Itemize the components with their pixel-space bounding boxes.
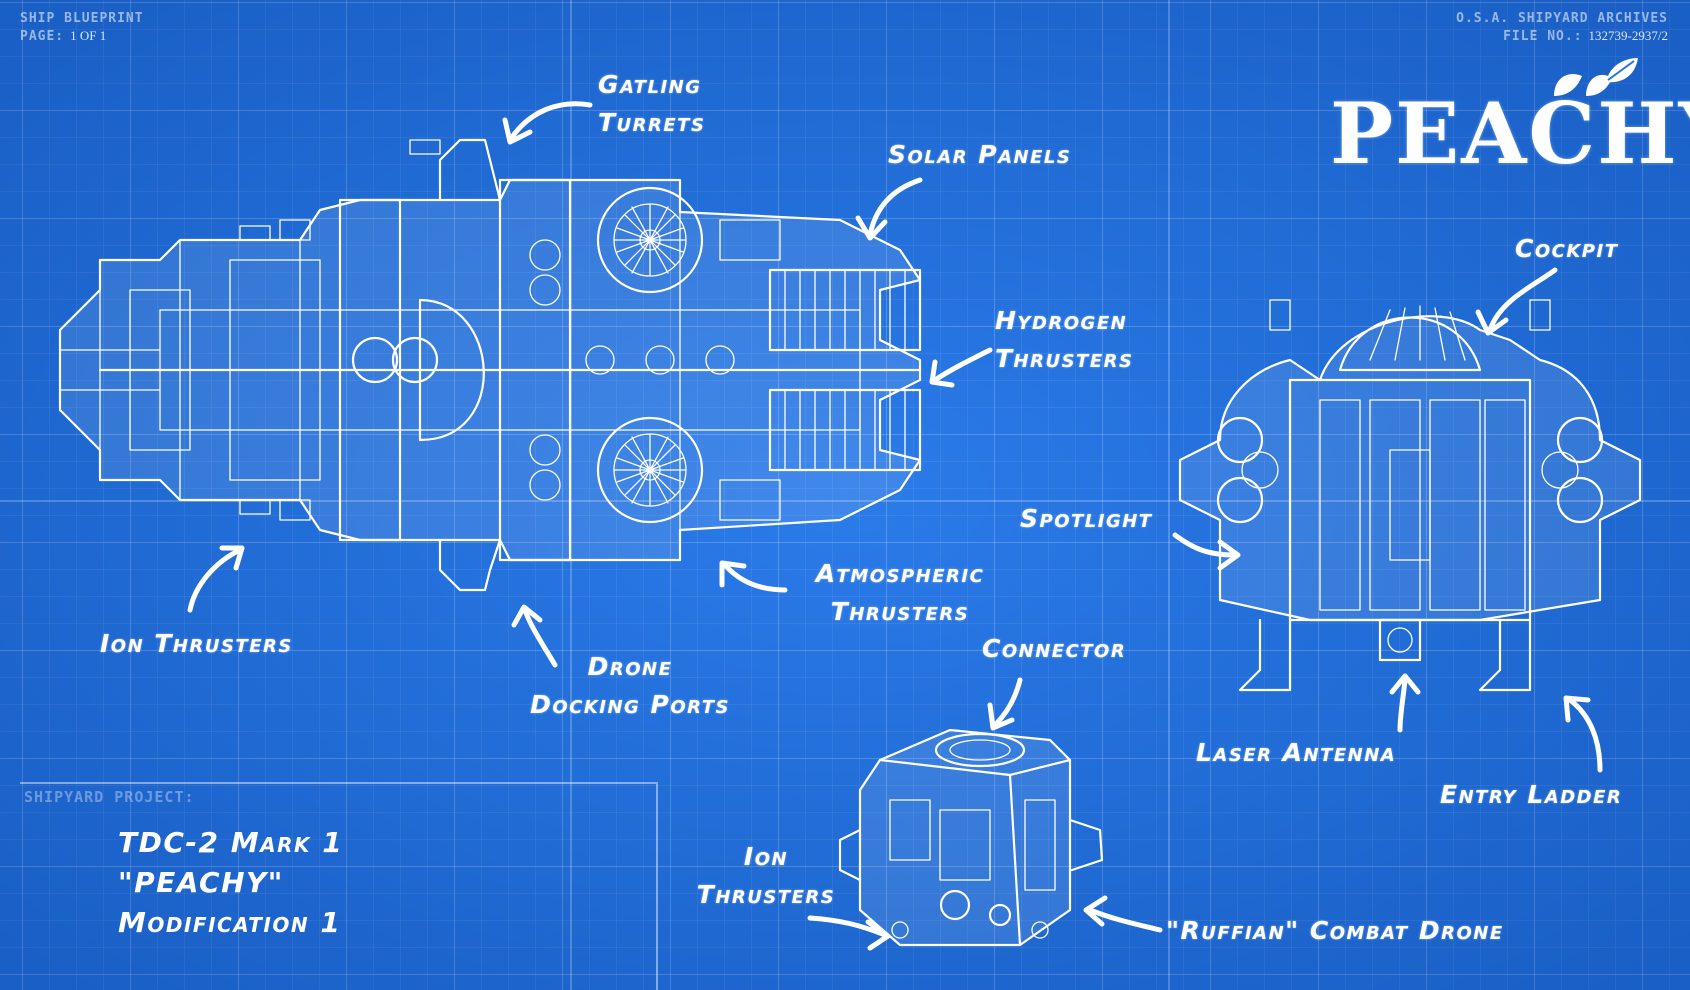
label-text: Cockpit bbox=[1515, 234, 1619, 263]
label-laser-antenna: Laser Antenna bbox=[1196, 734, 1396, 772]
arrow-drone-docking bbox=[511, 604, 558, 668]
arrow-cockpit bbox=[1475, 267, 1558, 336]
header-left: SHIP BLUEPRINT PAGE: 1 OF 1 bbox=[20, 10, 144, 45]
arrow-solar-panels bbox=[855, 177, 923, 241]
label-text: Entry Ladder bbox=[1440, 780, 1623, 809]
arrow-spotlight bbox=[1172, 532, 1241, 571]
arrow-atmospheric bbox=[719, 560, 788, 593]
label-solar-panels: Solar Panels bbox=[888, 136, 1071, 174]
arrow-combat-drone bbox=[1083, 895, 1163, 933]
label-text: Laser Antenna bbox=[1196, 738, 1397, 767]
project-line-modification: Modification 1 bbox=[118, 906, 342, 939]
arrow-hydrogen-thrusters bbox=[929, 347, 993, 388]
label-cockpit: Cockpit bbox=[1515, 230, 1618, 268]
page-indicator: PAGE: 1 OF 1 bbox=[20, 27, 144, 45]
project-line-model: TDC-2 Mark 1 bbox=[118, 826, 344, 859]
arrow-entry-ladder bbox=[1563, 695, 1603, 773]
label-text: Atmospheric Thrusters bbox=[815, 559, 985, 626]
label-gatling-turrets: Gatling Turrets bbox=[598, 66, 705, 142]
label-hydrogen-thrusters: Hydrogen Thrusters bbox=[995, 302, 1133, 378]
label-text: Hydrogen Thrusters bbox=[995, 306, 1134, 373]
shipyard-project-box: SHIPYARD PROJECT: TDC-2 Mark 1 "PEACHY" … bbox=[20, 782, 658, 990]
label-combat-drone: "Ruffian" Combat Drone bbox=[1166, 912, 1504, 950]
label-text: Spotlight bbox=[1020, 504, 1153, 533]
file-value: 132739-2937/2 bbox=[1588, 28, 1668, 43]
archive-title: O.S.A. SHIPYARD ARCHIVES bbox=[1456, 11, 1668, 26]
label-text: "Ruffian" Combat Drone bbox=[1166, 916, 1504, 945]
label-text: Solar Panels bbox=[888, 140, 1072, 169]
label-connector: Connector bbox=[982, 630, 1126, 668]
page-label: PAGE: bbox=[20, 29, 65, 44]
label-text: Connector bbox=[982, 634, 1127, 663]
label-text: Drone Docking Ports bbox=[530, 652, 730, 719]
project-line-name: "PEACHY" bbox=[118, 866, 284, 899]
label-ion-thrusters-main: Ion Thrusters bbox=[100, 625, 293, 663]
label-entry-ladder: Entry Ladder bbox=[1440, 776, 1622, 814]
arrow-laser-antenna bbox=[1389, 673, 1421, 733]
ship-front-view-drawing bbox=[1178, 299, 1642, 692]
blueprint-title: SHIP BLUEPRINT bbox=[20, 11, 144, 26]
label-text: Ion Thrusters bbox=[696, 842, 836, 909]
project-heading: SHIPYARD PROJECT: bbox=[24, 788, 195, 806]
peach-leaf-logo-icon bbox=[1554, 58, 1638, 96]
header-right: O.S.A. SHIPYARD ARCHIVES FILE NO.: 132739… bbox=[1456, 10, 1668, 45]
label-text: Ion Thrusters bbox=[100, 629, 293, 658]
brand-title: PEACHY bbox=[1330, 84, 1690, 183]
combat-drone-drawing bbox=[838, 728, 1104, 947]
label-spotlight: Spotlight bbox=[1020, 500, 1153, 538]
arrow-ion-thrusters-main bbox=[187, 545, 245, 613]
label-ion-thrusters-drone: Ion Thrusters bbox=[676, 838, 856, 914]
main-ship-drawing bbox=[58, 138, 922, 592]
arrow-gatling-turrets bbox=[502, 101, 593, 145]
label-atmospheric-thrusters: Atmospheric Thrusters bbox=[790, 555, 1010, 631]
arrow-connector bbox=[987, 677, 1023, 731]
label-text: Gatling Turrets bbox=[598, 70, 706, 137]
label-drone-docking-ports: Drone Docking Ports bbox=[500, 648, 760, 724]
fold-line bbox=[1168, 0, 1170, 990]
fold-line bbox=[0, 500, 1690, 502]
file-number: FILE NO.: 132739-2937/2 bbox=[1456, 27, 1668, 45]
file-label: FILE NO.: bbox=[1503, 29, 1583, 44]
page-value: 1 OF 1 bbox=[70, 28, 107, 43]
arrow-ion-thrusters-drone bbox=[807, 915, 891, 951]
